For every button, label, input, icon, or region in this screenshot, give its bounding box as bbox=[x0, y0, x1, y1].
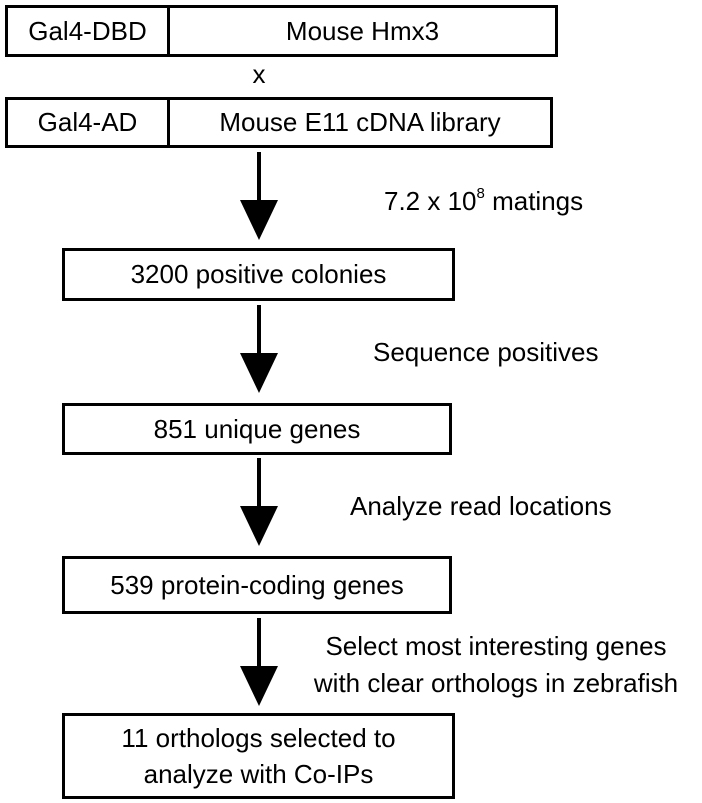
step-4-action-line-2: with clear orthologs in zebrafish bbox=[313, 667, 679, 698]
prey-construct-box: Gal4-AD Mouse E11 cDNA library bbox=[5, 97, 553, 148]
step-3-result-label: 539 protein-coding genes bbox=[110, 569, 404, 600]
arrow-2 bbox=[240, 305, 278, 393]
arrow-4 bbox=[240, 618, 278, 706]
bait-construct-label: Mouse Hmx3 bbox=[285, 15, 440, 46]
prey-divider bbox=[167, 100, 170, 145]
step-2-result-label: 851 unique genes bbox=[153, 413, 361, 444]
prey-construct-cell: Mouse E11 cDNA library bbox=[170, 100, 550, 145]
step-1-result-label: 3200 positive colonies bbox=[130, 259, 387, 290]
step-2-action-text: Sequence positives bbox=[373, 337, 599, 367]
step-2-result-box: 851 unique genes bbox=[62, 403, 452, 455]
prey-domain-label: Gal4-AD bbox=[37, 107, 138, 138]
step-1-action-suffix: matings bbox=[484, 186, 584, 216]
bait-domain-label: Gal4-DBD bbox=[28, 15, 147, 46]
bait-construct-box: Gal4-DBD Mouse Hmx3 bbox=[5, 5, 558, 57]
step-3-result-box: 539 protein-coding genes bbox=[62, 556, 452, 614]
step-1-action: 7.2 x 108 matings bbox=[384, 185, 583, 218]
step-4-action: Select most interesting genes with clear… bbox=[290, 629, 702, 699]
step-1-result-box: 3200 positive colonies bbox=[62, 248, 455, 301]
prey-domain-cell: Gal4-AD bbox=[8, 100, 167, 145]
arrow-1 bbox=[240, 152, 278, 240]
step-1-action-exponent: 8 bbox=[476, 185, 485, 202]
arrow-3 bbox=[240, 458, 278, 546]
cross-symbol: x bbox=[244, 58, 274, 91]
bait-domain-cell: Gal4-DBD bbox=[8, 8, 167, 54]
step-1-action-prefix: 7.2 x 10 bbox=[384, 186, 477, 216]
prey-construct-label: Mouse E11 cDNA library bbox=[219, 107, 501, 138]
step-4-result-line-1: 11 orthologs selected to bbox=[121, 722, 396, 753]
step-2-action: Sequence positives bbox=[373, 336, 598, 369]
bait-divider bbox=[167, 8, 170, 54]
step-3-action-text: Analyze read locations bbox=[350, 491, 612, 521]
step-3-action: Analyze read locations bbox=[350, 490, 612, 523]
step-4-result-line-2: analyze with Co-IPs bbox=[143, 759, 374, 789]
bait-construct-cell: Mouse Hmx3 bbox=[170, 8, 555, 54]
step-4-action-line-1: Select most interesting genes bbox=[325, 631, 667, 661]
step-4-result-box: 11 orthologs selected to analyze with Co… bbox=[62, 713, 455, 799]
cross-symbol-text: x bbox=[252, 59, 266, 89]
